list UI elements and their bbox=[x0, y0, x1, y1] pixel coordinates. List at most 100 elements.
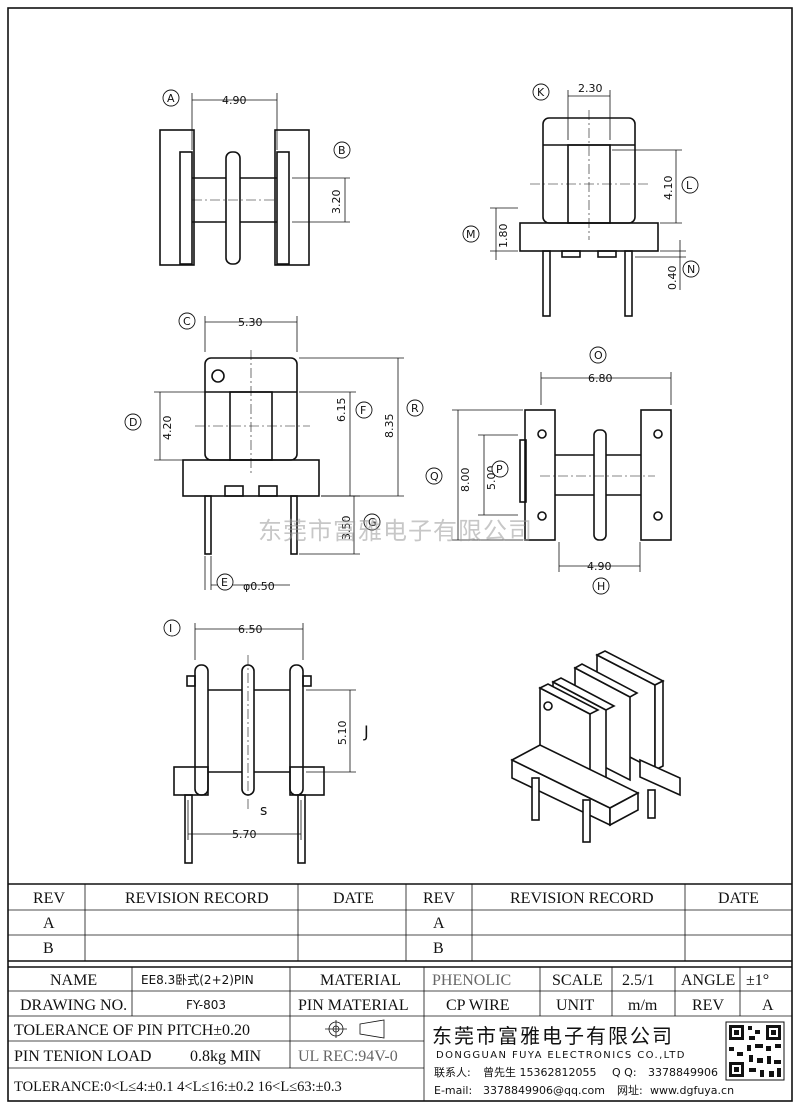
label-a: A bbox=[167, 92, 175, 105]
rev-row-a-right: A bbox=[433, 915, 445, 932]
label-g-bubble bbox=[363, 513, 381, 531]
label-h-bubble bbox=[592, 577, 610, 595]
rev-row-a-left: A bbox=[43, 915, 55, 932]
ul-rec: UL REC:94V-0 bbox=[298, 1048, 398, 1065]
web-label: 网址: bbox=[617, 1083, 643, 1097]
date-header-2: DATE bbox=[718, 890, 759, 907]
dim-o-value: 6.80 bbox=[588, 372, 613, 385]
pin-material-value: CP WIRE bbox=[446, 997, 510, 1014]
pin-tension-label: PIN TENION LOAD bbox=[14, 1048, 151, 1065]
pin-pitch-tolerance: TOLERANCE OF PIN PITCH±0.20 bbox=[14, 1022, 250, 1039]
label-e: E bbox=[221, 576, 228, 589]
dim-c-value: 5.30 bbox=[238, 316, 263, 329]
projection-symbol bbox=[325, 1019, 385, 1039]
label-q-bubble bbox=[425, 467, 443, 485]
label-p-bubble bbox=[491, 460, 509, 478]
dim-e-value: φ0.50 bbox=[243, 580, 275, 593]
qq-value: 3378849906 bbox=[648, 1066, 718, 1079]
label-f: F bbox=[360, 404, 366, 417]
material-value: PHENOLIC bbox=[432, 972, 511, 989]
rev-header-1: REV bbox=[33, 890, 65, 907]
material-label: MATERIAL bbox=[320, 972, 401, 989]
label-r-bubble bbox=[406, 399, 424, 417]
dim-i-value: 6.50 bbox=[238, 623, 263, 636]
label-k-bubble bbox=[532, 83, 550, 101]
label-k: K bbox=[537, 86, 545, 99]
email-label: E-mail: bbox=[434, 1084, 472, 1097]
unit-label: UNIT bbox=[556, 997, 594, 1014]
dim-r-value: 8.35 bbox=[383, 414, 396, 439]
label-f-bubble bbox=[355, 401, 373, 419]
email-value: 3378849906@qq.com bbox=[483, 1084, 605, 1097]
qq-label: Q Q: bbox=[612, 1066, 637, 1079]
dim-q-value: 8.00 bbox=[459, 468, 472, 493]
dim-s-value: 5.70 bbox=[232, 828, 257, 841]
label-q: Q bbox=[430, 470, 439, 483]
label-b: B bbox=[338, 144, 346, 157]
contact-label: 联系人: bbox=[434, 1066, 471, 1079]
revision-record-header-1: REVISION RECORD bbox=[125, 890, 269, 907]
date-header-1: DATE bbox=[333, 890, 374, 907]
web-value: www.dgfuya.cn bbox=[650, 1084, 734, 1097]
label-m-bubble bbox=[462, 225, 480, 243]
label-l-bubble bbox=[681, 176, 699, 194]
view-front: 5.30 C 4.20 D 6.15 F 8.35 R 3.50 G φ0.50… bbox=[124, 312, 424, 593]
label-i-bubble bbox=[163, 619, 181, 637]
label-e-bubble bbox=[216, 573, 234, 591]
label-g: G bbox=[368, 516, 377, 529]
label-n: N bbox=[687, 263, 695, 276]
unit-value: m/m bbox=[628, 997, 658, 1014]
label-j: J bbox=[363, 722, 369, 741]
dim-f-value: 6.15 bbox=[335, 398, 348, 423]
revision-record-header-2: REVISION RECORD bbox=[510, 890, 654, 907]
revision-table: REV REVISION RECORD DATE REV REVISION RE… bbox=[8, 883, 792, 962]
company-name-cn: 东莞市富雅电子有限公司 bbox=[432, 1024, 674, 1048]
label-n-bubble bbox=[682, 260, 700, 278]
outer-border bbox=[7, 7, 793, 1102]
drawing-no-value: FY-803 bbox=[186, 998, 226, 1012]
label-h: H bbox=[597, 580, 605, 593]
watermark: 东莞市富雅电子有限公司 bbox=[258, 517, 533, 545]
label-i: I bbox=[169, 622, 172, 635]
name-value: EE8.3卧式(2+2)PIN bbox=[141, 973, 254, 987]
label-b-bubble bbox=[333, 141, 351, 159]
dim-g-value: 3.50 bbox=[340, 516, 353, 541]
rev-value: A bbox=[762, 997, 774, 1014]
dim-b-value: 3.20 bbox=[330, 190, 343, 215]
label-l: L bbox=[686, 179, 693, 192]
rev-row-b-right: B bbox=[433, 940, 444, 957]
tolerance: TOLERANCE:0<L≤4:±0.1 4<L≤16:±0.2 16<L≤63… bbox=[14, 1079, 342, 1095]
label-o: O bbox=[594, 349, 603, 362]
label-s: s bbox=[260, 803, 267, 819]
qr-code-icon bbox=[725, 1021, 785, 1081]
angle-label: ANGLE bbox=[681, 972, 735, 989]
angle-value: ±1° bbox=[746, 972, 769, 989]
rev-row-b-left: B bbox=[43, 940, 54, 957]
scale-label: SCALE bbox=[552, 972, 603, 989]
dim-k-value: 2.30 bbox=[578, 82, 603, 95]
pin-material-label: PIN MATERIAL bbox=[298, 997, 409, 1014]
label-c: C bbox=[183, 315, 191, 328]
label-o-bubble bbox=[589, 346, 607, 364]
name-label: NAME bbox=[50, 972, 97, 989]
dim-j-value: 5.10 bbox=[336, 721, 349, 746]
dim-d-value: 4.20 bbox=[161, 416, 174, 441]
label-a-bubble bbox=[162, 89, 180, 107]
dim-a-value: 4.90 bbox=[222, 94, 247, 107]
company-name-en: DONGGUAN FUYA ELECTRONICS CO.,LTD bbox=[436, 1050, 686, 1061]
isometric-view bbox=[510, 650, 681, 843]
company-block: 东莞市富雅电子有限公司 DONGGUAN FUYA ELECTRONICS CO… bbox=[432, 1021, 785, 1097]
scale-value: 2.5/1 bbox=[622, 972, 654, 989]
label-c-bubble bbox=[178, 312, 196, 330]
view-right-top: 6.80 O 8.00 Q 5.00 P 4.90 H bbox=[425, 346, 672, 595]
dim-m-value: 1.80 bbox=[497, 224, 510, 249]
label-p: P bbox=[496, 463, 503, 476]
view-top-left: 4.90 A 3.20 B bbox=[159, 89, 351, 266]
dim-l-value: 4.10 bbox=[662, 176, 675, 201]
rev-header-2: REV bbox=[423, 890, 455, 907]
label-m: M bbox=[466, 228, 476, 241]
label-r: R bbox=[411, 402, 419, 415]
drawing-no-label: DRAWING NO. bbox=[20, 997, 127, 1014]
dim-h-value: 4.90 bbox=[587, 560, 612, 573]
